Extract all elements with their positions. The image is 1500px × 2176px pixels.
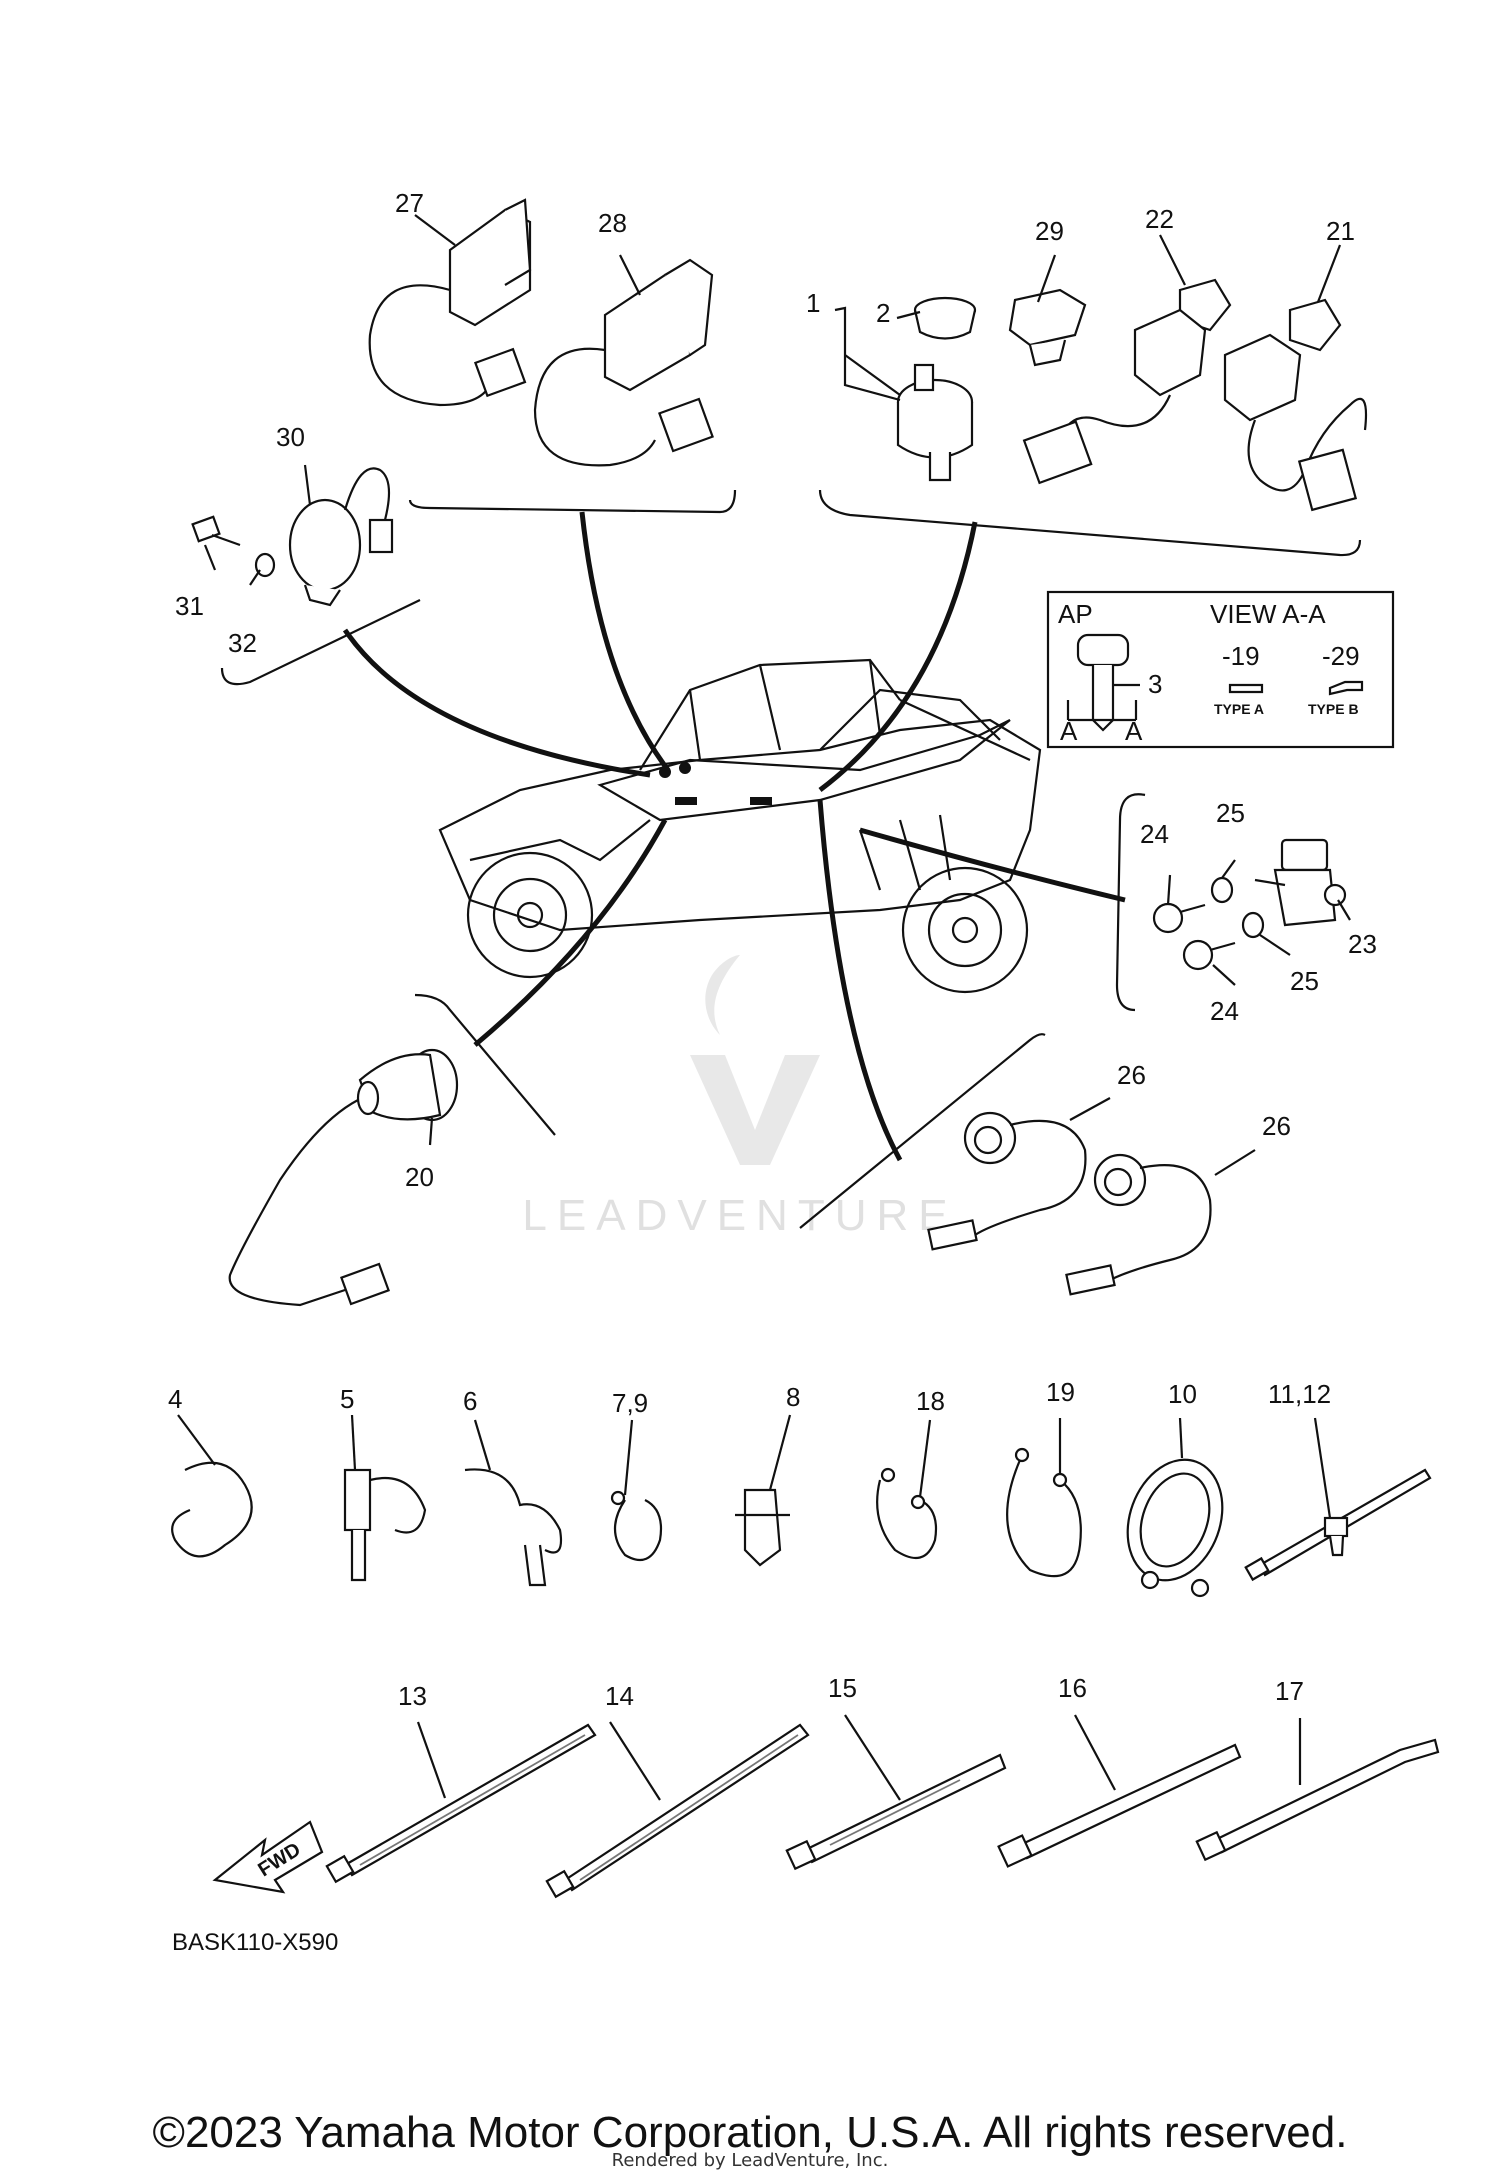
tie-11-12	[1244, 1468, 1432, 1582]
vehicle-illustration	[438, 658, 1042, 994]
bracket-bottom-left	[414, 993, 556, 1136]
leader-grommet	[817, 799, 903, 1162]
ap-label: AP	[1058, 599, 1093, 629]
bracket-left	[220, 599, 421, 686]
part-label-27: 27	[395, 188, 424, 218]
part-label-10: 10	[1168, 1379, 1197, 1409]
part-label-24-lower: 24	[1210, 996, 1239, 1026]
bracket-right	[1115, 793, 1146, 1012]
leader-horn	[342, 628, 651, 778]
tie-15	[785, 1753, 1007, 1871]
view-label: VIEW A-A	[1210, 599, 1326, 629]
part-label-8: 8	[786, 1382, 800, 1412]
main-switch-1	[896, 363, 974, 482]
part-label-6: 6	[463, 1386, 477, 1416]
clip-19	[1006, 1447, 1082, 1578]
bracket-bottom-right	[799, 1033, 1046, 1229]
clip-8	[735, 1488, 790, 1567]
clamp-6	[464, 1468, 563, 1587]
leader-main-switch	[818, 521, 978, 792]
part-label-26-lower: 26	[1262, 1111, 1291, 1141]
bolt-31	[191, 515, 241, 547]
leader-switch-left	[579, 511, 670, 772]
rocker-switch-27	[368, 198, 532, 407]
washer-25-lower	[1241, 911, 1265, 939]
part-label-11-12: 11,12	[1268, 1379, 1331, 1409]
part-label-25-upper: 25	[1216, 798, 1245, 828]
key-cap-2	[913, 296, 977, 340]
view-a-a-box: AP VIEW A-A A A -19 -29 TYPE A TYPE B	[1046, 590, 1395, 749]
type-b-code: -29	[1322, 641, 1360, 671]
washer-25-upper	[1210, 876, 1234, 904]
part-label-1: 1	[806, 288, 820, 318]
tie-17	[1195, 1738, 1440, 1862]
part-label-26-upper: 26	[1117, 1060, 1146, 1090]
toggle-switch-21	[1223, 298, 1368, 512]
type-b-label: TYPE B	[1308, 701, 1359, 717]
part-label-24-upper: 24	[1140, 819, 1169, 849]
part-label-30: 30	[276, 422, 305, 452]
bracket-top-right	[818, 489, 1362, 557]
clip-18	[876, 1467, 938, 1560]
part-label-19: 19	[1046, 1377, 1075, 1407]
rocker-switch-28	[533, 258, 714, 467]
tie-14	[545, 1723, 810, 1899]
part-label-15: 15	[828, 1673, 857, 1703]
part-label-23: 23	[1348, 929, 1377, 959]
fwd-direction-arrow: FWD	[212, 1820, 324, 1894]
switch-blank-29	[1008, 288, 1087, 367]
part-label-22: 22	[1145, 204, 1174, 234]
type-a-label: TYPE A	[1214, 701, 1264, 717]
part-label-7-9: 7,9	[612, 1388, 648, 1418]
tie-13	[325, 1723, 597, 1884]
part-label-18: 18	[916, 1386, 945, 1416]
bracket-top-left	[408, 489, 737, 514]
lamp-26-lower	[1065, 1153, 1212, 1296]
tie-16	[997, 1743, 1242, 1868]
part-label-32: 32	[228, 628, 257, 658]
toggle-switch-22	[1022, 278, 1232, 485]
clamp-4	[171, 1461, 253, 1558]
watermark-text: LEADVENTURE	[522, 1191, 957, 1240]
sensor-23	[1254, 838, 1347, 927]
horn-30	[288, 467, 394, 607]
socket-20	[228, 1048, 459, 1307]
clamp-5	[343, 1468, 427, 1582]
part-label-20: 20	[405, 1162, 434, 1192]
part-label-29: 29	[1035, 216, 1064, 246]
leader-socket	[473, 818, 668, 1047]
part-label-17: 17	[1275, 1676, 1304, 1706]
bolt-24-upper	[1152, 902, 1206, 934]
part-label-3: 3	[1148, 669, 1162, 699]
part-number-labels: 1 2 3 4 5 6 7,9 8 10 11,12 13 14 15 16 1…	[168, 188, 1377, 1711]
leadventure-watermark-logo: LEADVENTURE	[522, 955, 957, 1240]
part-label-13: 13	[398, 1681, 427, 1711]
part-label-16: 16	[1058, 1673, 1087, 1703]
leader-sensor	[859, 827, 1126, 903]
key-3	[1076, 633, 1130, 732]
part-label-31: 31	[175, 591, 204, 621]
lamp-26-upper	[927, 1111, 1087, 1251]
part-label-28: 28	[598, 208, 627, 238]
section-a-left: A	[1060, 716, 1078, 746]
part-label-4: 4	[168, 1384, 182, 1414]
copyright-notice: ©2023 Yamaha Motor Corporation, U.S.A. A…	[152, 2108, 1348, 2157]
part-label-5: 5	[340, 1384, 354, 1414]
bolt-24-lower	[1182, 939, 1236, 971]
section-a-right: A	[1125, 716, 1143, 746]
band-10	[1126, 1458, 1224, 1598]
part-label-2: 2	[876, 298, 890, 328]
callout-leaders	[177, 214, 1351, 1801]
type-a-code: -19	[1222, 641, 1260, 671]
part-label-25-lower: 25	[1290, 966, 1319, 996]
part-label-14: 14	[605, 1681, 634, 1711]
clip-7-9	[610, 1490, 663, 1562]
part-label-21: 21	[1326, 216, 1355, 246]
diagram-code: BASK110-X590	[172, 1929, 338, 1956]
rendered-by-notice: Rendered by LeadVenture, Inc.	[611, 2150, 889, 2171]
